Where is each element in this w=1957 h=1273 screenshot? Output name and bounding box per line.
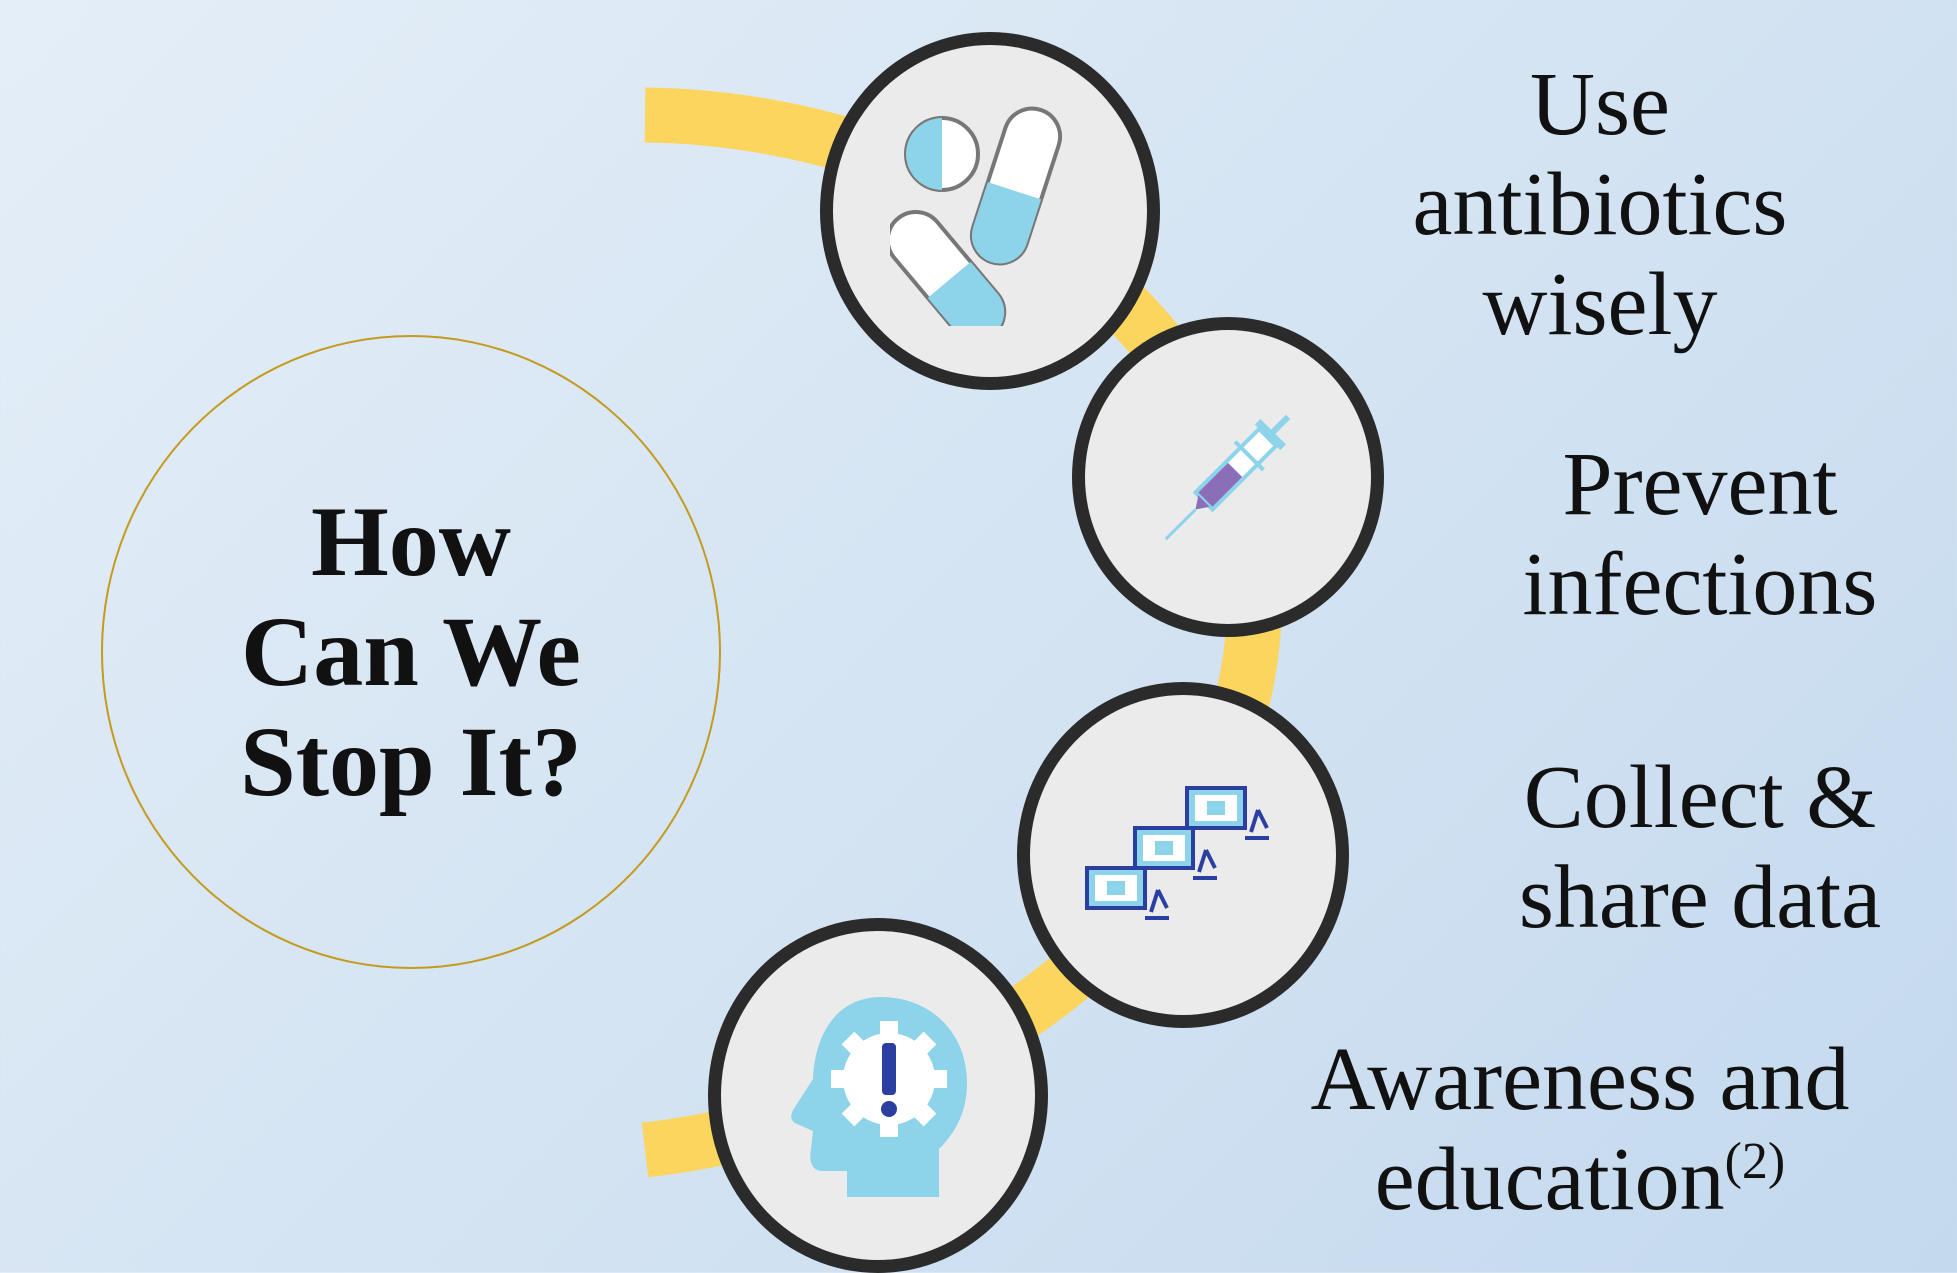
step-4-line-1: Awareness and [1310,1030,1850,1129]
step-4-line-2-text: education [1374,1130,1725,1229]
step-3-line-1: Collect & [1523,748,1877,847]
step-4-circle [708,918,1048,1273]
step-4-label: Awareness and education(2) [1270,1030,1890,1230]
title-line-2: Can We [241,596,581,707]
title-line-3: Stop It? [240,706,582,817]
title-circle: How Can We Stop It? [101,335,721,969]
microscope-network-icon [1083,770,1283,940]
syringe-icon [1138,387,1318,567]
step-3-label: Collect & share data [1470,748,1930,948]
step-1-line-3: wisely [1482,255,1718,354]
step-2-circle [1072,317,1384,637]
step-1-line-1: Use [1530,55,1670,154]
step-1-line-2: antibiotics [1412,155,1788,254]
step-2-line-2: infections [1522,535,1878,634]
citation-superscript: (2) [1724,1133,1786,1190]
diagram-title: How Can We Stop It? [151,487,671,817]
title-line-1: How [311,486,511,597]
step-1-circle [820,32,1160,390]
step-2-label: Prevent infections [1470,435,1930,635]
step-3-circle [1017,682,1349,1028]
step-2-line-1: Prevent [1562,435,1838,534]
step-1-label: Use antibiotics wisely [1380,55,1820,355]
step-4-line-2: education(2) [1270,1130,1890,1230]
head-alert-icon [783,991,973,1201]
pills-icon [890,96,1090,326]
step-3-line-2: share data [1518,848,1882,947]
